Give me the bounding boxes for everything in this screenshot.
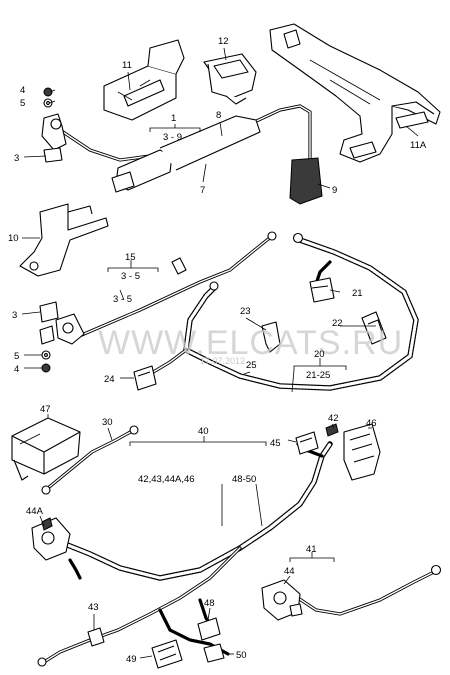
watermark-date: 17.07.2012: [200, 356, 245, 366]
washer-5-top: [43, 98, 53, 108]
battery-terminal-middle: [39, 301, 85, 345]
label-3-middle: 3: [12, 310, 17, 321]
label-40-list: 42,43,44A,46: [138, 474, 195, 485]
label-25: 25: [246, 360, 257, 371]
label-46: 46: [366, 418, 377, 429]
part-10-bracket: [19, 203, 109, 277]
label-44A: 44A: [26, 506, 44, 517]
clip-22: [361, 311, 387, 345]
nut-4-top: [43, 87, 53, 97]
battery-terminal-44A: [31, 517, 71, 561]
label-48: 48: [204, 598, 215, 609]
nut-4-middle: [41, 363, 51, 373]
cable-43-end: [37, 627, 105, 667]
label-24: 24: [104, 374, 115, 385]
label-12: 12: [218, 36, 229, 47]
label-50: 50: [236, 650, 247, 661]
washer-5-middle: [41, 350, 51, 360]
cable-15-eyelet: [267, 231, 277, 241]
label-42: 42: [328, 413, 339, 424]
connector-49: [151, 639, 183, 669]
cable-41: [296, 570, 436, 616]
label-20: 20: [314, 349, 325, 360]
battery-terminal-44: [261, 579, 303, 621]
callout-labels: 11 12 11A 4 5 3 1 3 - 9 8 7 9 10 15 3 - …: [8, 36, 427, 665]
connector-50: [203, 643, 225, 663]
label-43: 43: [88, 602, 99, 613]
connector-46: [343, 423, 381, 481]
connector-24: [133, 365, 157, 391]
label-21: 21: [352, 288, 363, 299]
label-40: 40: [198, 426, 209, 437]
label-45: 45: [270, 438, 281, 449]
part-11A-bracket: [269, 23, 441, 163]
label-3-9: 3 - 9: [163, 132, 182, 143]
battery-terminal-top: [41, 113, 67, 163]
cable-20-eyelet: [209, 232, 304, 291]
connector-9: [289, 157, 323, 205]
label-47: 47: [40, 404, 51, 415]
connector-45: [295, 431, 319, 455]
label-1: 1: [171, 113, 176, 124]
label-23: 23: [240, 306, 251, 317]
cable-30-eyelet: [41, 425, 139, 495]
label-3-top: 3: [14, 153, 19, 164]
label-11: 11: [122, 60, 132, 71]
label-15: 15: [125, 252, 136, 263]
part-12-boot: [203, 53, 257, 105]
leader-lines: [21, 47, 419, 659]
label-41: 41: [306, 544, 317, 555]
connector-42: [325, 423, 339, 437]
label-48-50: 48-50: [232, 474, 256, 485]
watermark-site: WWW.ELCATS.RU: [98, 324, 403, 362]
part-11-cover: [103, 39, 185, 121]
label-5-top: 5: [20, 98, 25, 109]
label-4-middle: 4: [14, 364, 19, 375]
label-44: 44: [284, 566, 295, 577]
harness-1-guide: [111, 115, 261, 193]
label-49: 49: [126, 654, 137, 665]
clip-23: [261, 321, 281, 353]
connector-21: [309, 277, 335, 303]
cable-41-eyelet: [430, 564, 442, 576]
label-22: 22: [332, 318, 343, 329]
label-10: 10: [8, 233, 19, 244]
label-3-5-b: 3 - 5: [113, 294, 132, 305]
label-9: 9: [332, 185, 337, 196]
label-30: 30: [102, 417, 113, 428]
label-7: 7: [200, 185, 205, 196]
label-21-25: 21-25: [306, 370, 330, 381]
label-11A: 11A: [410, 140, 427, 151]
label-4-top: 4: [20, 85, 25, 96]
label-3-5-a: 3 - 5: [121, 271, 140, 282]
label-8: 8: [216, 110, 221, 121]
connector-48: [197, 617, 221, 641]
cable-15-clip: [171, 257, 187, 275]
label-5-middle: 5: [14, 351, 19, 362]
